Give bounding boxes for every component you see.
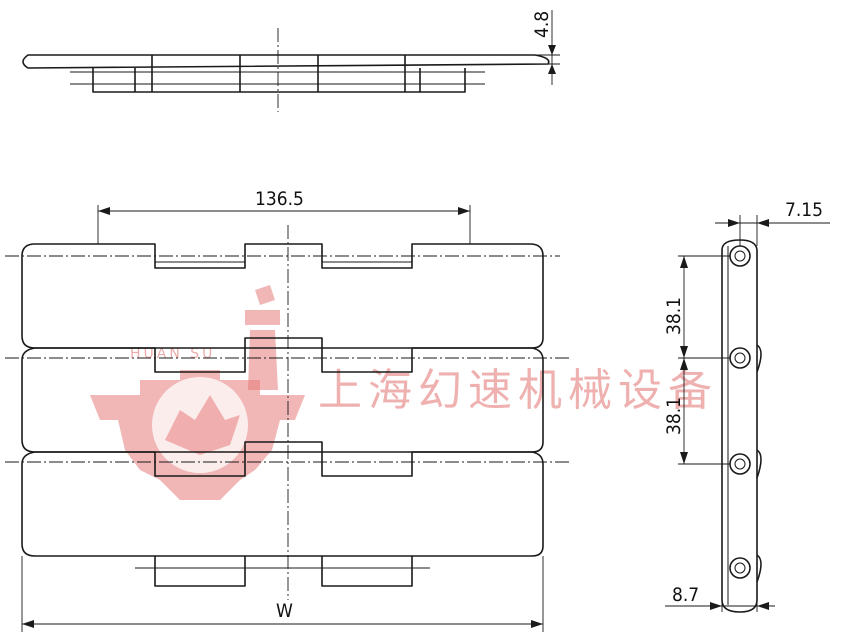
plan-view xyxy=(5,205,570,632)
dim-side-thickness: 8.7 xyxy=(672,584,699,606)
dim-plate-thickness: 4.8 xyxy=(531,11,553,38)
dim-pin-offset: 7.15 xyxy=(785,199,823,221)
watermark-chinese: 上海幻速机械设备 xyxy=(318,365,718,416)
watermark-logo xyxy=(90,285,305,500)
dim-pitch-2: 38.1 xyxy=(663,397,685,435)
dim-top-width: 136.5 xyxy=(255,188,304,210)
top-side-view xyxy=(22,10,560,112)
dim-overall-width: W xyxy=(276,600,293,622)
edge-view xyxy=(665,215,830,613)
dim-pitch-1: 38.1 xyxy=(663,297,685,335)
